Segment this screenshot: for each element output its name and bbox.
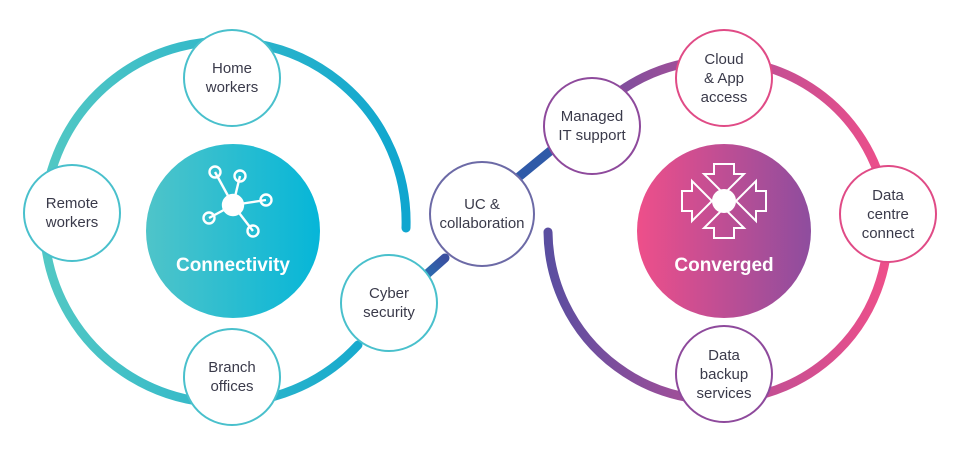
converged-hub-disc <box>637 144 811 318</box>
node-managed-it-support: Managed IT support <box>543 77 641 175</box>
node-data-backup-services: Data backup services <box>675 325 773 423</box>
converged-hub: Converged <box>637 144 811 318</box>
connectivity-hub-disc <box>146 144 320 318</box>
node-remote-workers: Remote workers <box>23 164 121 262</box>
connectivity-hub: Connectivity <box>146 144 320 318</box>
node-cyber-security: Cyber security <box>340 254 438 352</box>
node-uc-collaboration: UC & collaboration <box>429 161 535 267</box>
node-branch-offices: Branch offices <box>183 328 281 426</box>
connectivity-hub-label: Connectivity <box>175 255 291 276</box>
converged-hub-label: Converged <box>674 255 774 276</box>
node-cloud-app-access: Cloud & App access <box>675 29 773 127</box>
node-data-centre-connect: Data centre connect <box>839 165 937 263</box>
network-icon <box>202 165 273 238</box>
node-home-workers: Home workers <box>183 29 281 127</box>
converge-arrows-icon <box>681 163 767 239</box>
